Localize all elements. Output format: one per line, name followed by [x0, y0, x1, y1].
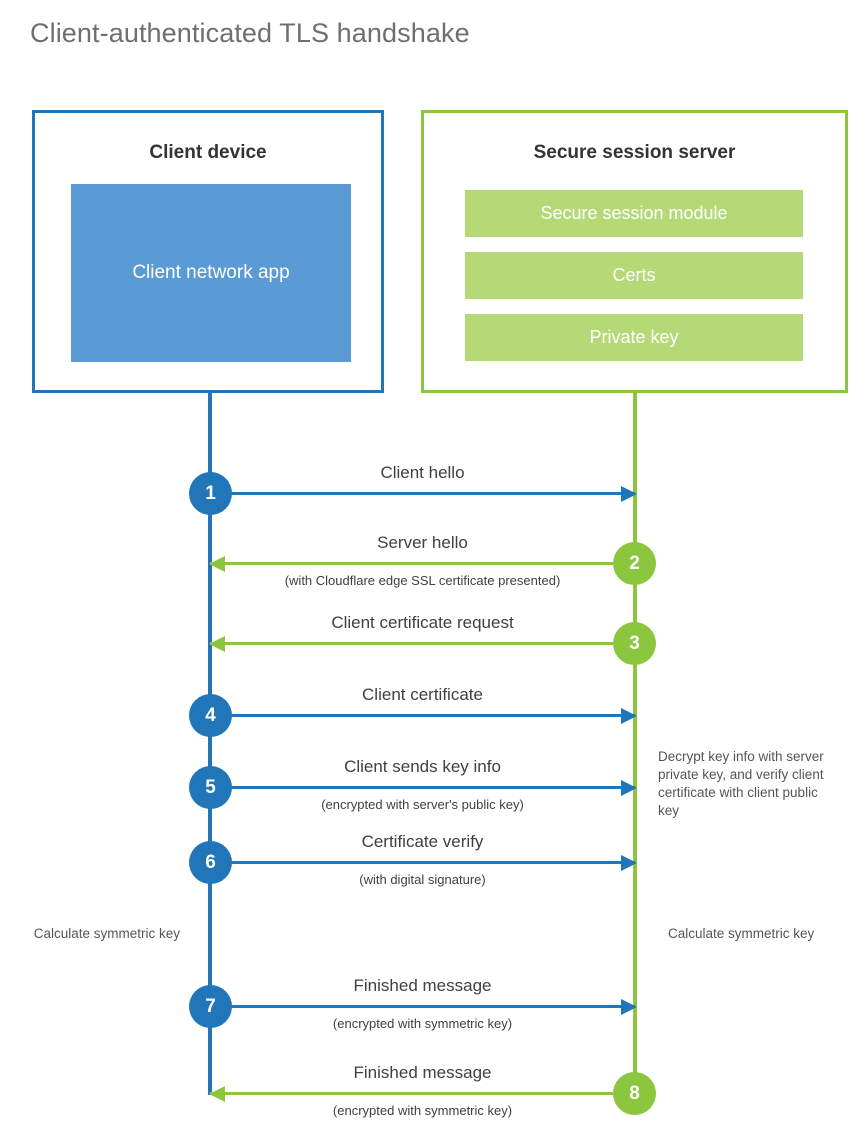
secure-session-server-title: Secure session server	[533, 142, 736, 163]
arrow-head-icon	[621, 999, 637, 1015]
server-calculate-symmetric-key-note: Calculate symmetric key	[668, 926, 815, 941]
server-component-secure-session-module: Secure session module	[465, 190, 803, 237]
message-arrow-line	[210, 1092, 635, 1095]
message-label: Finished message	[353, 1063, 492, 1082]
message-arrow-line	[210, 861, 635, 864]
arrow-head-icon	[621, 780, 637, 796]
server-lifeline	[633, 393, 637, 1095]
client-device-title: Client device	[149, 142, 267, 163]
message-label: Server hello	[377, 533, 468, 552]
client-calculate-symmetric-key-note: Calculate symmetric key	[33, 926, 180, 941]
step-number-badge: 4	[189, 694, 232, 737]
message-arrow-line	[210, 562, 635, 565]
arrow-head-icon	[209, 636, 225, 652]
message-label: Certificate verify	[361, 832, 484, 851]
secure-session-server-box: Secure session server Secure session mod…	[421, 110, 848, 393]
server-component-certs: Certs	[465, 252, 803, 299]
step-number-badge: 8	[613, 1072, 656, 1115]
message-arrow-line	[210, 1005, 635, 1008]
message-sublabel: (encrypted with symmetric key)	[332, 1103, 513, 1118]
server-component-private-key: Private key	[465, 314, 803, 361]
arrow-head-icon	[209, 1086, 225, 1102]
client-device-box: Client device Client network app	[32, 110, 384, 393]
message-label: Finished message	[353, 976, 492, 995]
client-network-app-label: Client network app	[132, 262, 290, 283]
message-sublabel: (encrypted with server's public key)	[321, 797, 524, 812]
step-number-badge: 6	[189, 841, 232, 884]
server-component-label: Private key	[589, 327, 679, 347]
step-number-badge: 5	[189, 766, 232, 809]
arrow-head-icon	[209, 556, 225, 572]
client-lifeline	[208, 393, 212, 1095]
arrow-head-icon	[621, 486, 637, 502]
message-label: Client hello	[380, 463, 465, 482]
page-title: Client-authenticated TLS handshake	[30, 18, 470, 48]
message-arrow-line	[210, 492, 635, 495]
step-number-badge: 7	[189, 985, 232, 1028]
client-network-app-block: Client network app	[71, 184, 351, 362]
message-arrow-line	[210, 714, 635, 717]
message-sublabel: (encrypted with symmetric key)	[332, 1016, 513, 1031]
message-sublabel: (with Cloudflare edge SSL certificate pr…	[284, 573, 561, 588]
message-arrow-line	[210, 642, 635, 645]
step-number-badge: 1	[189, 472, 232, 515]
server-decrypt-note: Decrypt key info with server private key…	[658, 749, 824, 818]
message-sublabel: (with digital signature)	[359, 872, 486, 887]
message-label: Client sends key info	[344, 757, 501, 776]
message-label: Client certificate request	[331, 613, 514, 632]
step-number-badge: 3	[613, 622, 656, 665]
arrow-head-icon	[621, 708, 637, 724]
server-component-label: Secure session module	[540, 203, 728, 223]
server-component-label: Certs	[612, 265, 656, 285]
message-arrow-line	[210, 786, 635, 789]
message-label: Client certificate	[362, 685, 483, 704]
arrow-head-icon	[621, 855, 637, 871]
step-number-badge: 2	[613, 542, 656, 585]
